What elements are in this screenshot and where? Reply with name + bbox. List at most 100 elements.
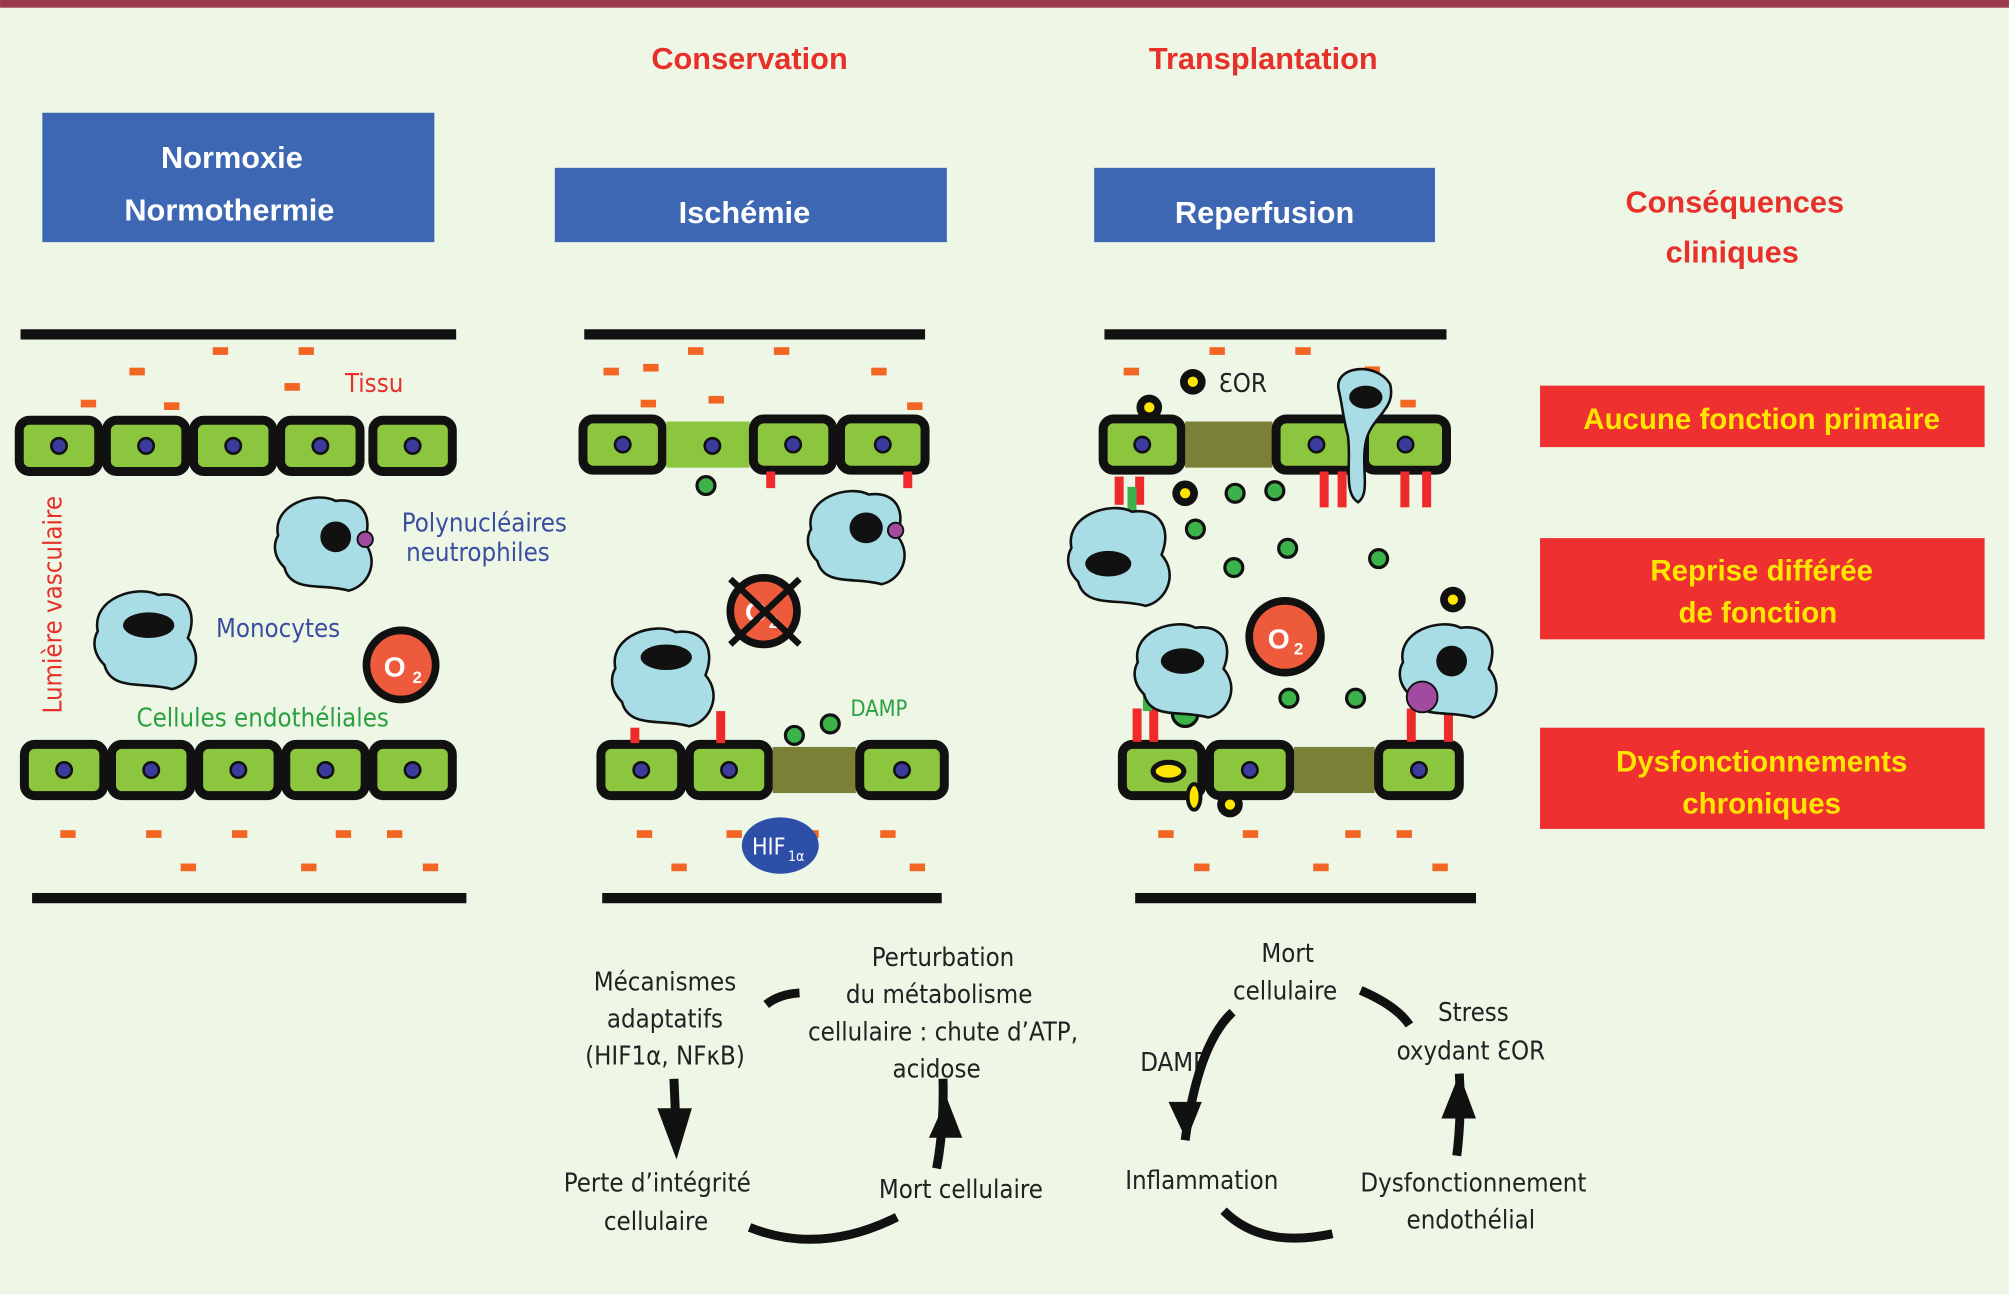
cell-nucleus <box>55 761 74 779</box>
cycle-text: du métabolisme <box>846 980 1032 1010</box>
tissue-marker <box>1432 863 1448 872</box>
cross-icon <box>728 576 802 647</box>
adhesion-molecule <box>1422 471 1432 508</box>
arc-arrow <box>747 1213 899 1244</box>
adhesion-molecule <box>1400 471 1410 508</box>
tissue-marker <box>909 863 926 872</box>
tissue-marker <box>231 830 248 838</box>
consequence-text: Aucune fonction primaire <box>1583 403 1940 436</box>
ros-particle <box>1185 782 1203 812</box>
leukocyte-nucleus <box>1085 550 1132 577</box>
cell-nucleus <box>720 761 739 779</box>
granule <box>356 530 374 549</box>
tissue-marker <box>907 402 923 410</box>
cycle-text: cellulaire : chute d’ATP, <box>808 1017 1078 1047</box>
consequences-title-1: Conséquences <box>1625 185 1844 220</box>
leukocyte-nucleus <box>640 644 692 671</box>
tissue-marker <box>726 830 742 838</box>
tissue-marker <box>386 830 403 838</box>
tissue-marker <box>1400 399 1416 408</box>
adhesion-molecule <box>630 727 640 744</box>
cycle-text: Stress <box>1438 998 1509 1028</box>
damp-particle <box>783 724 805 746</box>
cell-nucleus <box>403 436 422 455</box>
arrowhead-icon <box>657 1108 692 1160</box>
leukocyte-nucleus <box>123 612 175 639</box>
damp-particle <box>695 475 717 497</box>
cycle-text: (HIF1α, NFκB) <box>585 1042 745 1072</box>
tissue-marker <box>1313 863 1329 872</box>
o2-absent: O 2 <box>726 573 802 649</box>
box-ischemie-label: Ischémie <box>679 195 811 230</box>
cell-nucleus <box>893 761 911 779</box>
consequence-dysfonctionnements: Dysfonctionnements chroniques <box>1540 727 1985 829</box>
box-ischemie: Ischémie <box>554 167 947 243</box>
cycle-text: Dysfonctionnement <box>1360 1169 1586 1199</box>
tissue-marker <box>773 347 790 355</box>
tissue-marker <box>164 402 180 410</box>
ros-core <box>1144 402 1155 413</box>
ros-particle <box>1150 759 1187 783</box>
cycle-text: oxydant ƐOR <box>1397 1037 1546 1067</box>
o2-text: O <box>384 650 406 682</box>
leukocyte-nucleus <box>1436 645 1468 677</box>
vessel-wall-line <box>1135 892 1476 904</box>
damp-particle <box>1368 548 1390 570</box>
hif-sub: 1α <box>788 849 804 865</box>
cell-nucleus <box>632 761 651 779</box>
adhesion-molecule <box>1319 471 1329 508</box>
consequences-title-2: cliniques <box>1666 235 1799 270</box>
tissue-marker <box>640 399 657 408</box>
cycle-text: endothélial <box>1407 1206 1536 1236</box>
leukocyte-nucleus <box>1160 648 1205 674</box>
top-border <box>0 0 2009 8</box>
damp-particle <box>1277 537 1299 559</box>
damp-particle <box>819 713 841 735</box>
leukocyte-nucleus <box>1349 385 1383 409</box>
hif-text: HIF <box>752 835 786 861</box>
cell-junction-gap <box>1185 421 1273 468</box>
o2-molecule: O 2 <box>362 626 440 704</box>
cycle-text: Mort cellulaire <box>879 1175 1043 1205</box>
cycle-text: adaptatifs <box>607 1005 723 1035</box>
cycle-text: cellulaire <box>1233 976 1337 1006</box>
cell-nucleus <box>1396 435 1415 454</box>
box-normoxie: Normoxie Normothermie <box>42 112 435 243</box>
arrowhead-icon <box>1441 1073 1476 1119</box>
ros-core <box>1224 799 1236 810</box>
o2-sub: 2 <box>413 668 422 687</box>
adhesion-molecule <box>1127 486 1137 521</box>
tissue-marker <box>1209 347 1225 355</box>
cell-nucleus <box>50 436 68 455</box>
box-normoxie-line2: Normothermie <box>124 192 334 227</box>
vessel-wall-line <box>32 892 467 904</box>
label-polynucleaires-1: Polynucléaires <box>402 509 567 539</box>
label-cellules-endotheliales: Cellules endothéliales <box>136 703 388 733</box>
label-lumiere-vasculaire: Lumière vasculaire <box>39 496 69 713</box>
phase-conservation: Conservation <box>651 41 847 76</box>
consequence-text: Dysfonctionnements <box>1616 745 1907 778</box>
tissue-marker <box>1242 830 1259 838</box>
consequence-text: Reprise différée <box>1650 554 1873 587</box>
consequence-text: de fonction <box>1678 597 1837 630</box>
cycle-arrows-ischemie <box>657 988 963 1244</box>
vessel-wall-line <box>1104 329 1447 340</box>
ros-core <box>1180 488 1191 499</box>
leukocyte-nucleus <box>320 521 352 553</box>
vessel-wall-line <box>20 329 457 340</box>
vessel-wall-line <box>602 892 942 904</box>
cycle-reperfusion: Mort cellulaire Stress oxydant ƐOR DAMP … <box>1125 939 1586 1235</box>
adhesion-molecule <box>766 471 776 489</box>
damp-particle <box>1224 482 1246 504</box>
cell-nucleus <box>137 436 156 455</box>
cell-nucleus <box>613 435 632 454</box>
cell-nucleus <box>1133 435 1152 454</box>
cycle-text: Inflammation <box>1125 1166 1278 1196</box>
adhesion-molecule <box>1443 708 1453 742</box>
tissue-marker <box>1123 367 1140 376</box>
o2-sub: 2 <box>1294 640 1303 659</box>
adhesion-molecule <box>716 711 726 744</box>
tissue-marker <box>146 830 162 838</box>
cell-junction-gap <box>772 746 856 794</box>
